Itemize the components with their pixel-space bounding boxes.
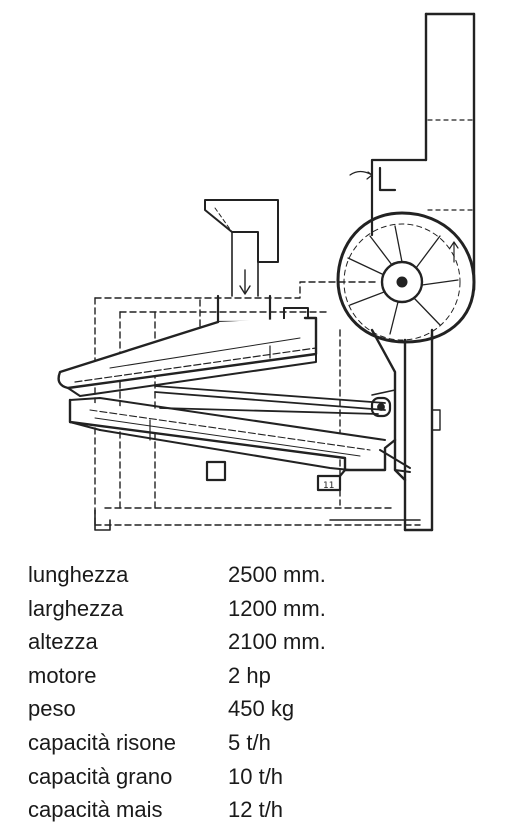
tie-rod — [154, 385, 396, 418]
spec-label: larghezza — [28, 595, 124, 621]
spec-row: capacità grano 10 t/h — [28, 760, 488, 794]
machine-feet — [205, 460, 347, 492]
spec-value: 2 hp — [228, 662, 271, 688]
spec-row: larghezza 1200 mm. — [28, 592, 488, 626]
spec-label: capacità grano — [28, 763, 173, 789]
spec-value: 10 t/h — [228, 763, 284, 789]
lower-sieve — [68, 397, 411, 473]
spec-row: altezza 2100 mm. — [28, 625, 488, 659]
spec-value: 2100 mm. — [228, 629, 326, 655]
spec-value: 5 t/h — [228, 729, 271, 755]
spec-row: capacità mais 12 t/h — [28, 793, 488, 827]
specifications-table: lunghezza 2500 mm. larghezza 1200 mm. altezz… — [28, 558, 488, 827]
part-mark-label: 11 — [323, 481, 334, 491]
spec-label: capacità risone — [28, 729, 176, 755]
spec-label: peso — [28, 696, 76, 722]
feed-hopper — [204, 199, 279, 297]
fan-intake-box — [349, 158, 428, 237]
spec-label: capacità mais — [28, 797, 163, 823]
spec-row: peso 450 kg — [28, 692, 488, 726]
elevator-duct — [403, 12, 476, 532]
spec-value: 2500 mm. — [228, 562, 326, 587]
spec-label: motore — [28, 662, 97, 688]
spec-row: motore 2 hp — [28, 659, 488, 693]
fan-outlet-chute — [370, 328, 434, 482]
spec-row: lunghezza 2500 mm. — [28, 558, 488, 592]
machine-technical-drawing: 11 — [57, 12, 476, 532]
spec-label: altezza — [28, 629, 98, 655]
spec-row: capacità risone 5 t/h — [28, 726, 488, 760]
frame-solid — [94, 509, 421, 531]
centrifugal-fan — [336, 211, 476, 344]
spec-value: 1200 mm. — [228, 595, 326, 621]
spec-value: 450 kg — [228, 696, 295, 722]
upper-sieve — [57, 316, 318, 397]
spec-value: 12 t/h — [228, 797, 284, 823]
spec-label: lunghezza — [28, 562, 129, 587]
